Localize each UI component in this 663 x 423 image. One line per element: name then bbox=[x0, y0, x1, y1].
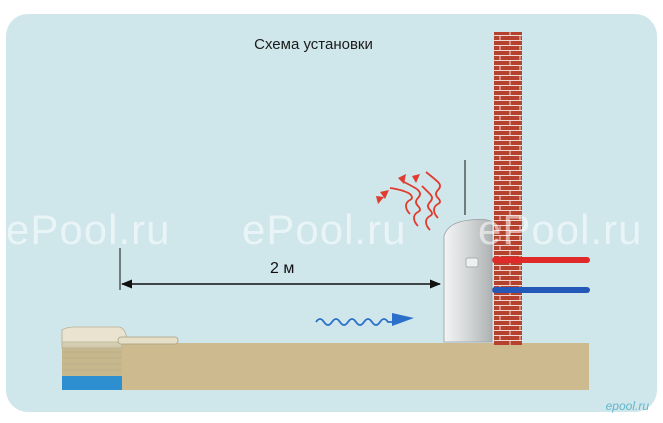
watermark: ePool.ru bbox=[6, 206, 171, 253]
watermark: ePool.ru bbox=[242, 206, 407, 253]
site-logo: epool.ru bbox=[605, 399, 649, 413]
cool-air-wave-icon bbox=[315, 313, 414, 326]
distance-dimension bbox=[119, 160, 466, 290]
watermark: ePool.ru bbox=[478, 206, 643, 253]
distance-label: 2 м bbox=[270, 260, 295, 277]
pipes bbox=[492, 257, 590, 293]
ground bbox=[62, 343, 589, 390]
heat-pump-unit-icon bbox=[443, 218, 493, 343]
pool-edge-icon bbox=[61, 326, 179, 390]
warm-air-waves-icon bbox=[376, 171, 441, 231]
diagram-title: Схема установки bbox=[254, 36, 373, 53]
brick-wall-icon bbox=[494, 32, 522, 345]
